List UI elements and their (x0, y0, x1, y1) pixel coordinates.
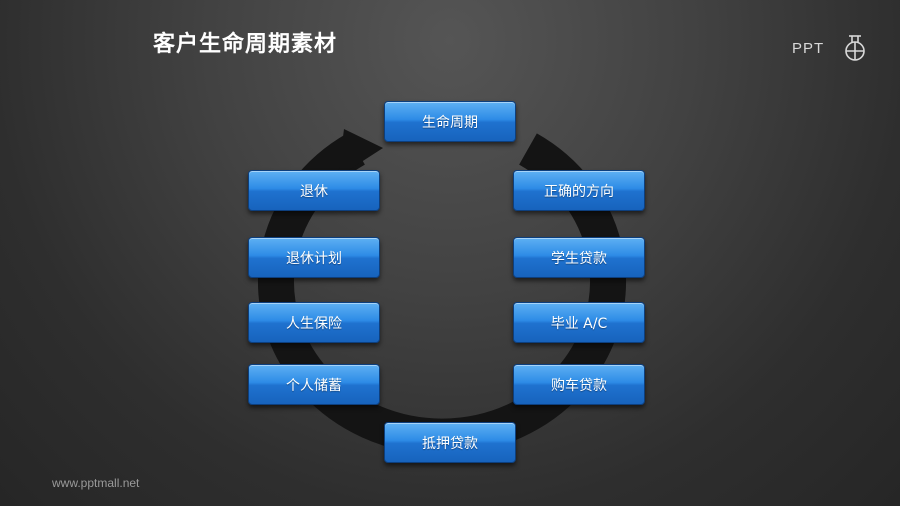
brand-logo: PPT (792, 32, 872, 66)
stage-graduation-account: 毕业 A/C (513, 302, 645, 343)
stage-mortgage: 抵押贷款 (384, 422, 516, 463)
logo-text: PPT (792, 40, 825, 57)
page-title: 客户生命周期素材 (153, 32, 338, 57)
stage-personal-savings: 个人储蓄 (248, 364, 380, 405)
stage-right-direction: 正确的方向 (513, 170, 645, 211)
stage-car-loan: 购车贷款 (513, 364, 645, 405)
stage-retirement: 退休 (248, 170, 380, 211)
stage-life-cycle: 生命周期 (384, 101, 516, 142)
pptmall-logo-icon (845, 35, 865, 61)
stage-student-loan: 学生贷款 (513, 237, 645, 278)
footer-url: www.pptmall.net (52, 476, 140, 490)
stage-retirement-plan: 退休计划 (248, 237, 380, 278)
stage-life-insurance: 人生保险 (248, 302, 380, 343)
